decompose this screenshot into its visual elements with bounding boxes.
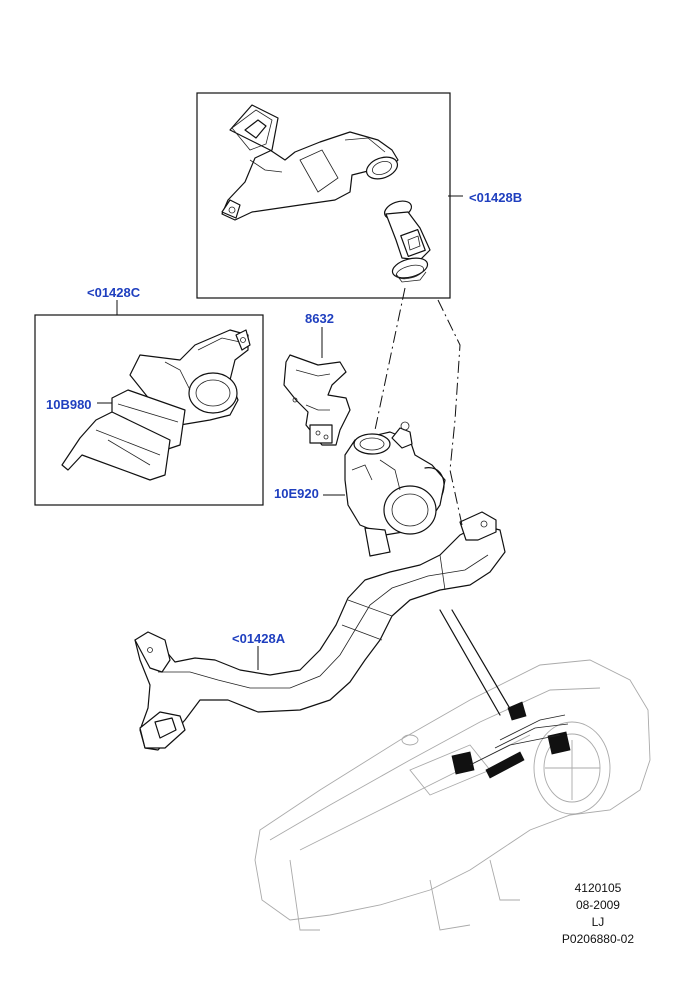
- callout-10E920[interactable]: 10E920: [274, 486, 319, 501]
- callout-8632[interactable]: 8632: [305, 311, 334, 326]
- callout-10B980[interactable]: 10B980: [46, 397, 92, 412]
- callout-01428C[interactable]: <01428C: [87, 285, 141, 300]
- reference-date: 08-2009: [575, 898, 620, 912]
- callout-01428B[interactable]: <01428B: [469, 190, 523, 205]
- duct-01428A: [134, 511, 506, 751]
- connection-lines: [374, 287, 513, 716]
- leader-lines: [97, 195, 463, 670]
- reference-number: P0206880-02: [561, 932, 634, 946]
- reference-code: 4120105: [574, 881, 622, 895]
- duct-upper-01428B: [221, 104, 399, 221]
- callout-01428A[interactable]: <01428A: [232, 631, 286, 646]
- box-01428B: [196, 92, 451, 299]
- blower-10E920: [344, 421, 446, 557]
- box-01428C: [34, 314, 264, 506]
- bracket-8632: [283, 354, 351, 446]
- duct-connector-01428B: [383, 200, 431, 283]
- diagram-reference-block: 4120105 08-2009 LJ P0206880-02: [562, 880, 634, 948]
- duct-01428C: [61, 329, 251, 481]
- dashboard-outline: [254, 659, 651, 931]
- reference-initials: LJ: [591, 915, 605, 929]
